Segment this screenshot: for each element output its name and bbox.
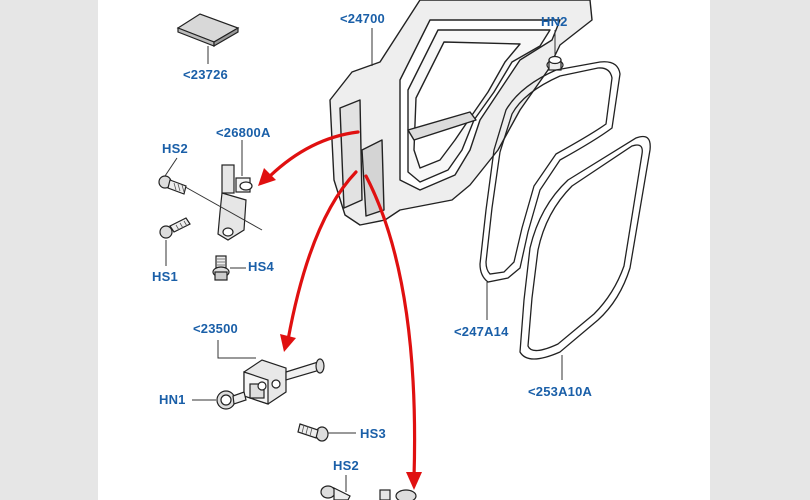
door-24700-part <box>329 0 593 226</box>
lower-hinge-part <box>379 489 417 500</box>
arrowheads <box>258 168 422 490</box>
bolt-hs3-part <box>297 423 329 442</box>
callout-253a10a[interactable]: <253A10A <box>528 384 593 399</box>
bolt-hs1-part <box>159 217 191 239</box>
callout-26800a[interactable]: <26800A <box>216 125 271 140</box>
arrow-to-check-arm <box>286 170 358 342</box>
nut-hn1-part <box>216 390 247 410</box>
callout-24700[interactable]: <24700 <box>340 11 385 26</box>
callout-hs4[interactable]: HS4 <box>248 259 274 274</box>
pad-23726-part <box>176 13 240 48</box>
installation-arrows <box>268 130 417 480</box>
callout-hn2-top[interactable]: HN2 <box>541 14 568 29</box>
hinge-26800a-part <box>217 164 253 241</box>
bolt-hs2-bottom-part <box>320 485 351 500</box>
weatherstrip-247a14-part <box>479 61 621 283</box>
callout-hn1[interactable]: HN1 <box>159 392 186 407</box>
arrow-to-upper-hinge <box>268 130 360 178</box>
leader-23500 <box>217 340 256 359</box>
bolt-hs4-part <box>212 255 230 281</box>
arrow-to-lower-hinge <box>364 174 417 480</box>
bolt-hs2-top-part <box>158 175 187 195</box>
callout-23500[interactable]: <23500 <box>193 321 238 336</box>
weatherstrip-253a10a-part <box>519 135 651 360</box>
hinge-axis-line <box>179 183 263 231</box>
callout-hs1[interactable]: HS1 <box>152 269 178 284</box>
callout-hs2-top[interactable]: HS2 <box>162 141 188 156</box>
nut-hn2-top-part <box>546 55 564 71</box>
callout-hs3[interactable]: HS3 <box>360 426 386 441</box>
check-arm-23500-part <box>243 358 325 405</box>
leader-hs2-top <box>164 157 178 177</box>
callout-hs2-bottom[interactable]: HS2 <box>333 458 359 473</box>
callout-247a14[interactable]: <247A14 <box>454 324 509 339</box>
callout-23726[interactable]: <23726 <box>183 67 228 82</box>
